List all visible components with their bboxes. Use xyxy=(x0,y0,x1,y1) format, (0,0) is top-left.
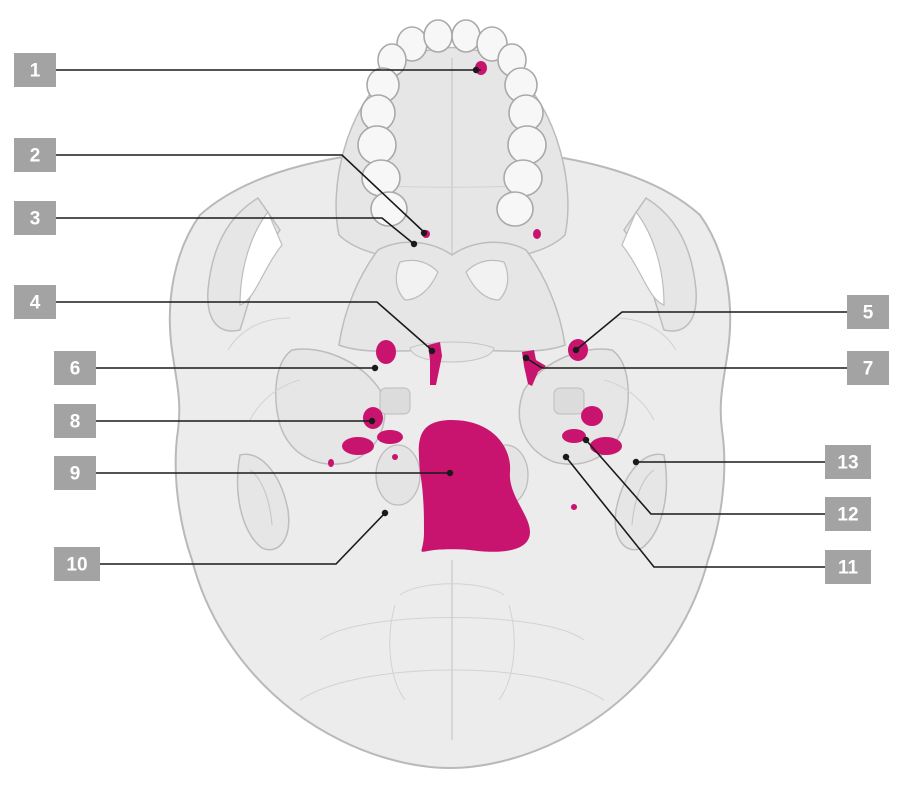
label-6: 6 xyxy=(54,351,96,385)
label-11-text: 11 xyxy=(838,558,859,579)
left-foramen-ovale xyxy=(376,340,396,364)
label-9: 9 xyxy=(54,456,96,490)
label-9-text: 9 xyxy=(70,464,81,485)
right-condylar-canal xyxy=(571,504,577,510)
right-jugular-foramen xyxy=(562,429,586,443)
label-13-text: 13 xyxy=(837,453,858,474)
left-jugular-foramen xyxy=(342,437,374,455)
label-2: 2 xyxy=(14,138,56,172)
label-13: 13 xyxy=(825,445,871,479)
label-4: 4 xyxy=(14,285,56,319)
label-1: 1 xyxy=(14,53,56,87)
right-greater-palatine-foramen xyxy=(533,229,541,239)
label-11: 11 xyxy=(825,550,871,584)
label-1-text: 1 xyxy=(30,61,41,82)
label-5: 5 xyxy=(847,295,889,329)
label-10: 10 xyxy=(54,547,100,581)
label-6-text: 6 xyxy=(70,359,81,380)
label-3: 3 xyxy=(14,201,56,235)
label-7-text: 7 xyxy=(863,359,874,380)
label-8-text: 8 xyxy=(70,412,81,433)
right-jugular-foramen-b xyxy=(590,437,622,455)
label-10-text: 10 xyxy=(66,555,87,576)
label-12: 12 xyxy=(825,497,871,531)
label-5-text: 5 xyxy=(863,303,874,324)
left-occipital-condyle xyxy=(376,445,420,505)
right-carotid-canal xyxy=(581,406,603,426)
label-3-text: 3 xyxy=(30,209,41,230)
label-7: 7 xyxy=(847,351,889,385)
label-8: 8 xyxy=(54,404,96,438)
left-jugular-foramen-b xyxy=(377,430,403,444)
left-hypoglossal-canal xyxy=(392,454,398,460)
label-12-text: 12 xyxy=(837,505,858,526)
left-stylomastoid-foramen xyxy=(328,459,334,467)
sphenoid-region xyxy=(339,242,565,351)
label-2-text: 2 xyxy=(30,146,41,167)
label-4-text: 4 xyxy=(30,293,41,314)
skull-illustration xyxy=(170,20,730,768)
